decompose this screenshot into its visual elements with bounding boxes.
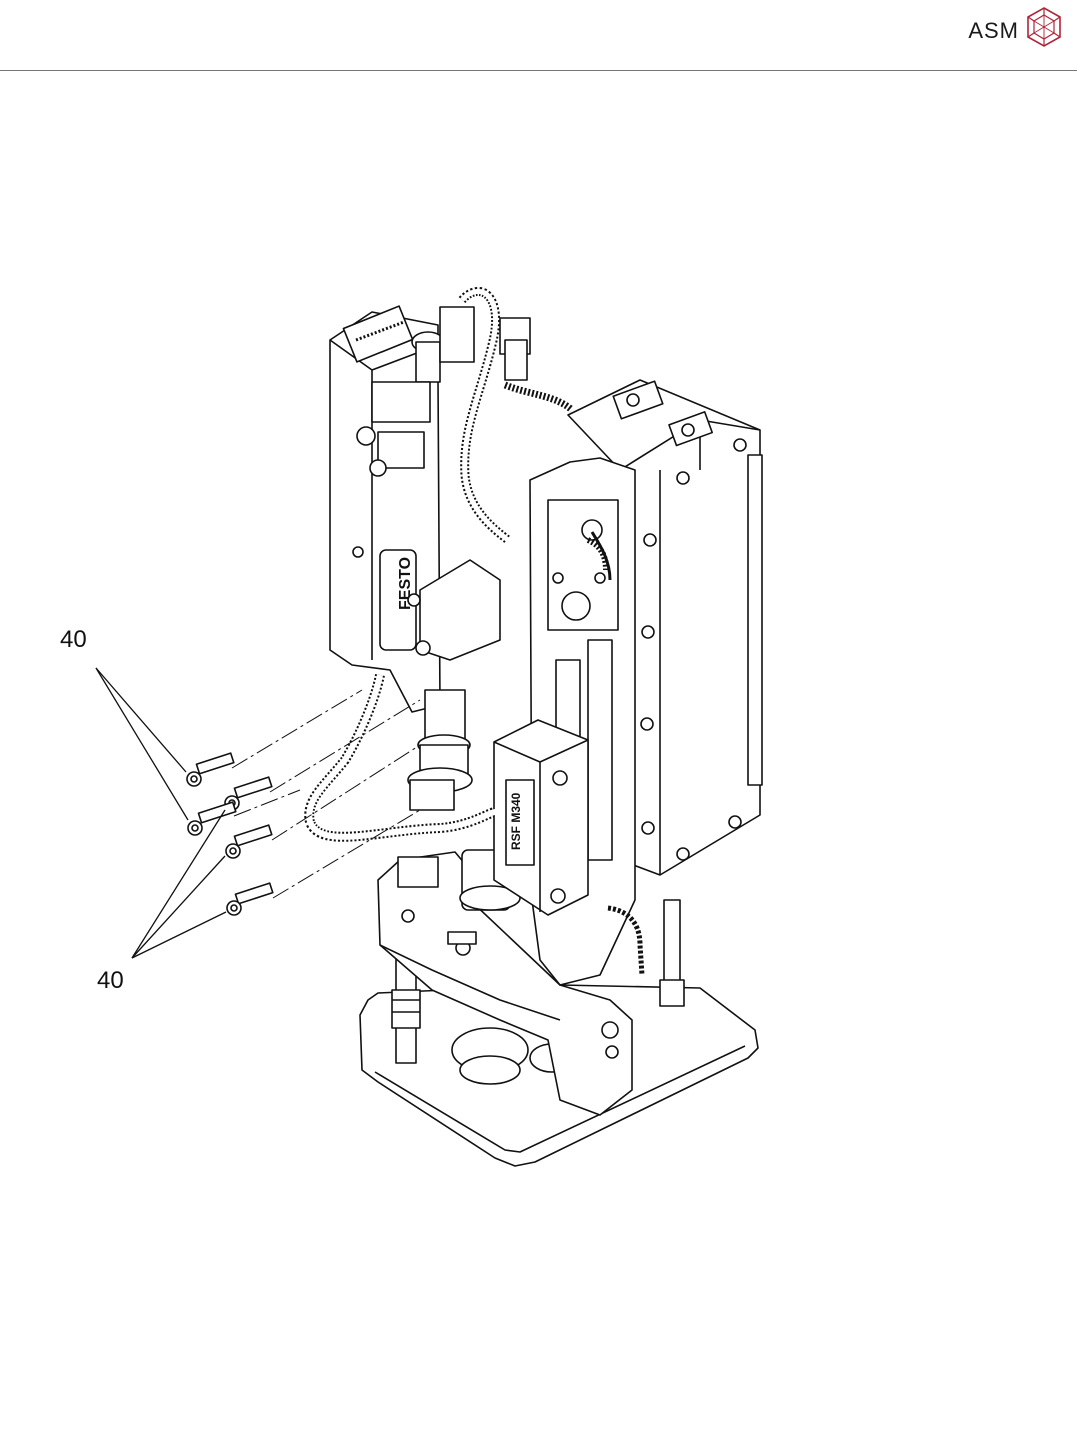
screw — [227, 883, 273, 915]
position-sensor: RSF M340 — [494, 720, 588, 915]
screw — [187, 753, 234, 786]
callout-label-upper: 40 — [60, 626, 87, 654]
asm-cube-logo-icon — [1025, 6, 1063, 55]
screw — [226, 825, 272, 858]
page-header: ASM — [0, 0, 1077, 71]
assembly-drawing: RSF M340 FESTO — [0, 71, 1077, 1449]
sensor-marking: RSF M340 — [509, 792, 523, 850]
brand: ASM — [968, 6, 1063, 55]
assembly-drawing-svg: RSF M340 FESTO — [0, 71, 1077, 1449]
callout-label-lower: 40 — [97, 967, 124, 995]
brand-name: ASM — [968, 18, 1019, 44]
screw-group — [187, 753, 273, 915]
